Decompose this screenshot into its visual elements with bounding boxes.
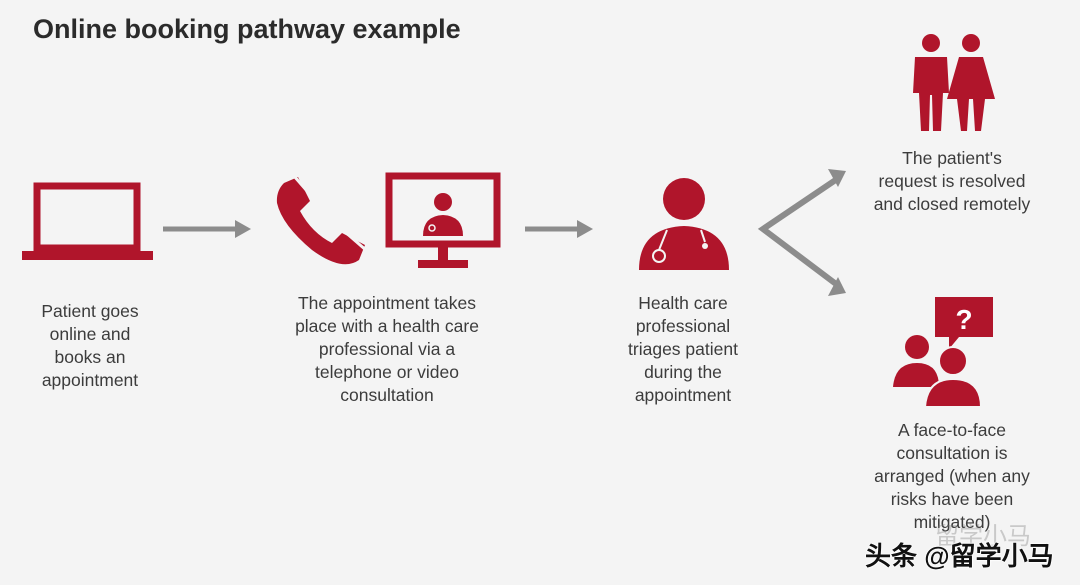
split-arrows-icon: [757, 169, 846, 296]
people-question-icon: ?: [893, 297, 993, 408]
couple-icon: [913, 34, 995, 131]
outcome-1-text: The patient's request is resolved and cl…: [873, 148, 1031, 214]
watermark: 头条 @留学小马: [865, 541, 1055, 572]
step-1-text: Patient goes online and books an appoint…: [41, 301, 139, 390]
arrow-right-icon: [525, 220, 593, 238]
phone-icon: [276, 175, 368, 265]
arrow-right-icon: [163, 220, 251, 238]
video-monitor-doctor-icon: [385, 172, 501, 268]
step-2-text: The appointment takes place with a healt…: [295, 293, 479, 405]
step-3-text: Health care professional triages patient…: [628, 293, 738, 405]
page-title: Online booking pathway example: [33, 14, 461, 44]
laptop-icon: [22, 182, 153, 260]
svg-text:?: ?: [955, 304, 972, 335]
watermark-faint: 留学小马: [935, 523, 1031, 550]
doctor-icon: [639, 178, 729, 270]
outcome-2-text: A face-to-face consultation is arranged …: [874, 420, 1030, 532]
